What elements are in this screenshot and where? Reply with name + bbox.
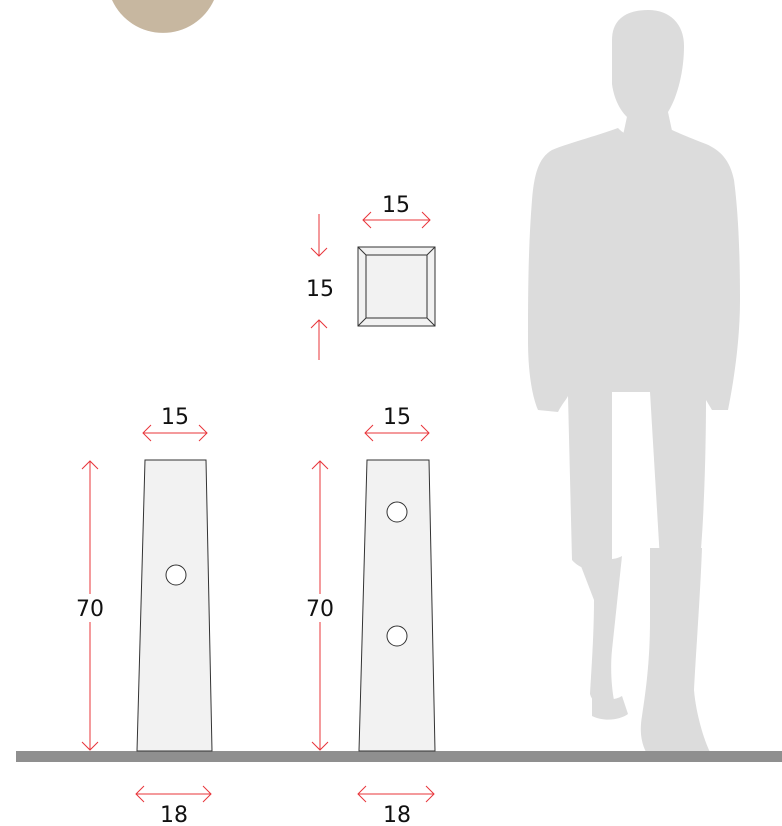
post-right-light-hole-bottom [386,625,408,647]
ground-line [16,751,782,762]
cap-height-dimension [310,214,328,360]
human-silhouette-icon [528,10,740,752]
post-right-height-label-bg [300,594,340,622]
post-right-height-label: 70 [306,597,334,622]
post-right-bottom-width-label: 18 [383,803,411,826]
post-left-light-hole [165,564,187,586]
post-right [358,459,436,752]
post-left-top-width-dimension [142,424,208,442]
corner-badge [112,0,214,33]
post-right-top-width-label: 15 [383,405,411,430]
post-left-top-width-label: 15 [161,405,189,430]
post-right-light-hole-top [386,501,408,523]
cap-top-view [357,246,436,327]
post-left-bottom-width-label: 18 [160,803,188,826]
post-right-bottom-width-dimension [357,785,435,803]
post-left-bottom-width-dimension [135,785,212,803]
cap-height-label: 15 [306,277,334,302]
post-left-height-label: 70 [76,597,104,622]
post-left-height-label-bg [70,594,110,622]
cap-width-dimension [362,211,431,229]
post-left [136,459,213,752]
post-right-top-width-dimension [364,424,430,442]
cap-width-label: 15 [382,193,410,218]
